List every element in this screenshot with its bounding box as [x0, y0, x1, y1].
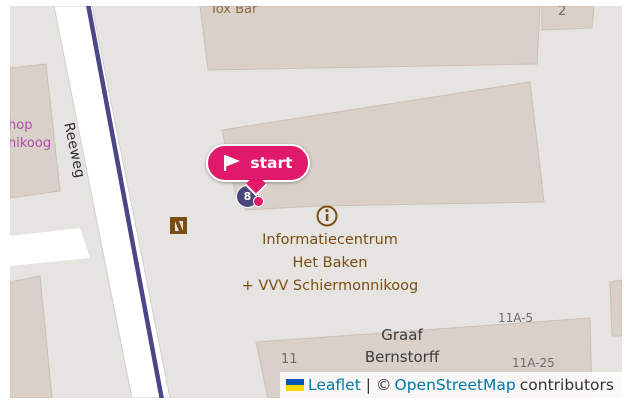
start-marker[interactable]: start: [206, 144, 310, 197]
label-street2-line1: Graaf: [381, 326, 423, 344]
building-left-bottom: [10, 275, 53, 398]
label-house-11a25: 11A-25: [512, 356, 555, 370]
label-poi-line3: + VVV Schiermonnikoog: [241, 278, 419, 294]
label-house-11: 11: [281, 352, 298, 367]
flag-icon: [224, 155, 241, 171]
map-view[interactable]: Tox Bar hop nikoog 2 Reeweg Informatiece…: [10, 6, 622, 398]
leaflet-link[interactable]: Leaflet: [308, 376, 361, 394]
ukraine-flag-icon: [286, 379, 304, 391]
info-icon: [316, 205, 338, 227]
label-poi-line2: Het Baken: [292, 255, 368, 271]
label-shop-line1: hop: [10, 118, 33, 133]
openstreetmap-link[interactable]: OpenStreetMap: [394, 376, 516, 394]
label-house-11a5: 11A-5: [498, 311, 534, 325]
label-house-2: 2: [558, 6, 567, 19]
map-attribution: Leaflet | © OpenStreetMap contributors: [280, 372, 622, 398]
building-right-small: [609, 279, 622, 337]
contributors-text: contributors: [519, 376, 614, 394]
label-poi-line1: Informatiecentrum: [262, 232, 398, 248]
label-shop-line2: nikoog: [10, 136, 52, 151]
route-line: [86, 6, 164, 398]
road-reeweg: [53, 6, 171, 398]
label-street2-line2: Bernstorff: [364, 348, 440, 366]
shop-icon: [170, 217, 187, 234]
attribution-separator: |: [365, 376, 372, 394]
start-marker-label: start: [250, 154, 293, 172]
building-right-top: [541, 6, 595, 31]
map-tiles: [10, 6, 622, 398]
label-bar: Tox Bar: [210, 6, 258, 17]
copyright-symbol: ©: [376, 376, 392, 394]
building-left-top: [10, 63, 61, 199]
marker-location-dot: [253, 196, 264, 207]
building-top: [199, 6, 541, 71]
